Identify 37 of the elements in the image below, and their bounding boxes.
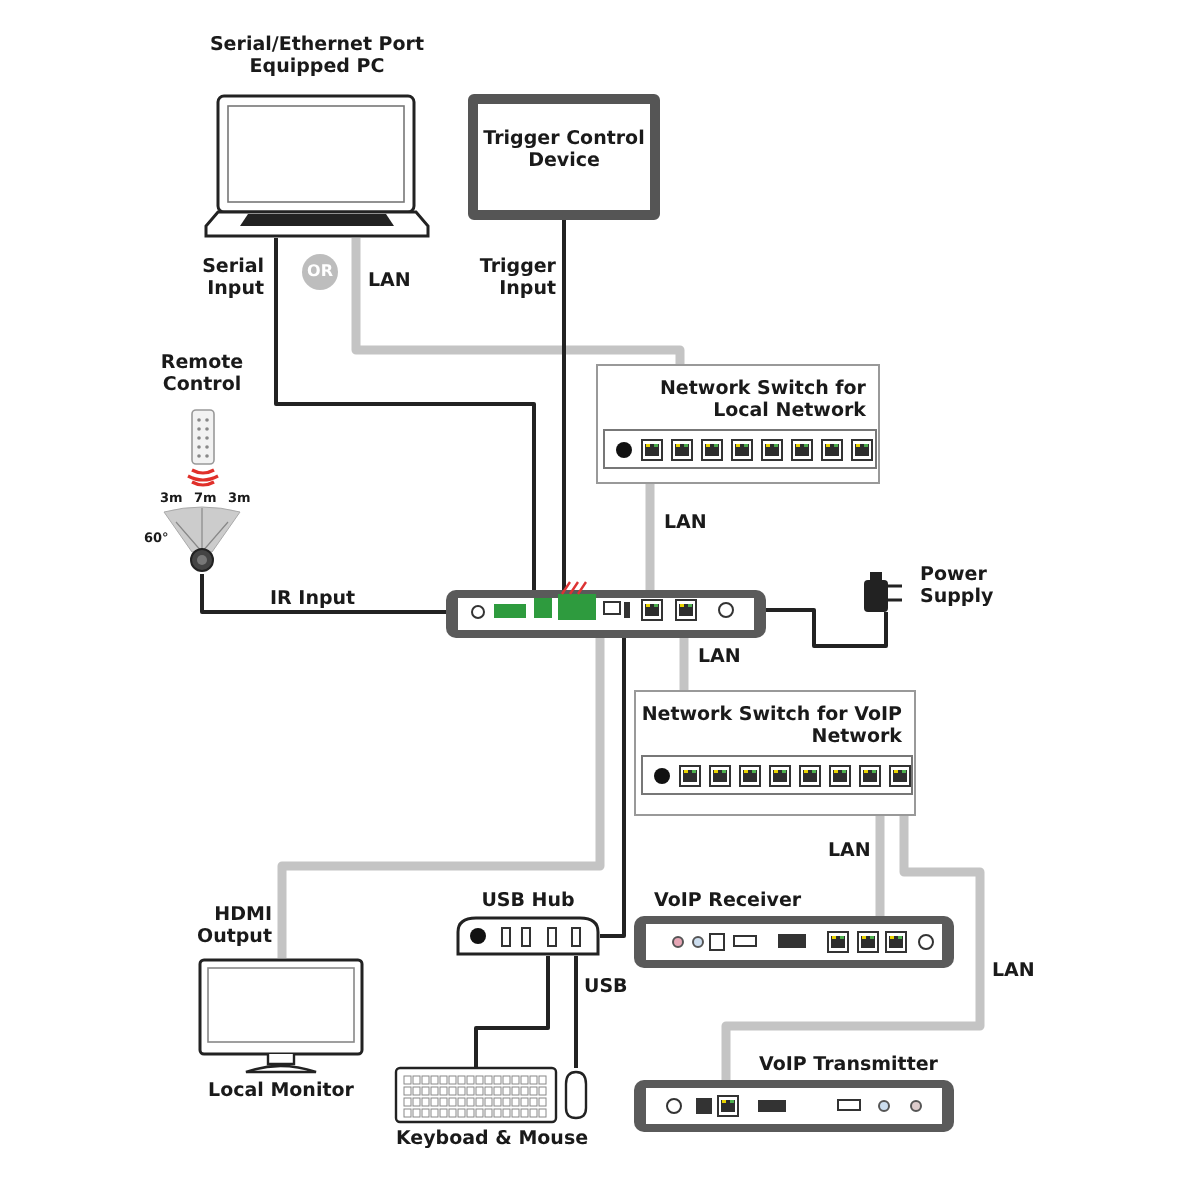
node-label: Local Monitor	[206, 1080, 356, 1102]
edge-label: LAN	[664, 512, 707, 534]
node-label: VoIP Transmitter	[757, 1054, 938, 1076]
edge-label: Trigger Input	[477, 256, 556, 300]
edge-label: LAN	[828, 840, 871, 862]
node-label: Trigger Control Device	[481, 128, 647, 172]
edge-label: IR Input	[270, 588, 356, 610]
edge-label: LAN	[992, 960, 1035, 982]
cable	[274, 238, 536, 590]
node-label: Keyboad & Mouse	[393, 1128, 591, 1150]
network-cable	[875, 816, 885, 916]
node-label: USB Hub	[479, 890, 577, 912]
edge-label: HDMI Output	[195, 904, 272, 948]
node-label: Network Switch for Local Network	[657, 378, 866, 422]
network-switch	[634, 690, 916, 816]
or-badge: OR	[302, 254, 338, 290]
edge-label: LAN	[368, 270, 411, 292]
device-box	[468, 94, 660, 220]
cable	[574, 956, 578, 1068]
node-label: VoIP Receiver	[654, 890, 804, 912]
network-switch	[596, 364, 880, 484]
cable	[200, 574, 446, 614]
edge-label: USB	[584, 976, 628, 998]
network-cable	[679, 638, 689, 690]
edge-label: Serial Input	[200, 256, 264, 300]
node-label: Power Supply	[920, 564, 996, 608]
network-cable	[721, 816, 985, 1080]
node-label: Network Switch for VoIP Network	[639, 704, 902, 748]
cable	[766, 608, 888, 648]
edge-label: LAN	[698, 646, 741, 668]
cable	[474, 956, 550, 1068]
cable	[562, 220, 566, 590]
network-cable	[645, 484, 655, 590]
cable	[600, 638, 626, 938]
node-label: Serial/Ethernet Port Equipped PC	[207, 34, 427, 78]
network-cable	[277, 638, 605, 958]
node-label: Remote Control	[158, 352, 246, 396]
